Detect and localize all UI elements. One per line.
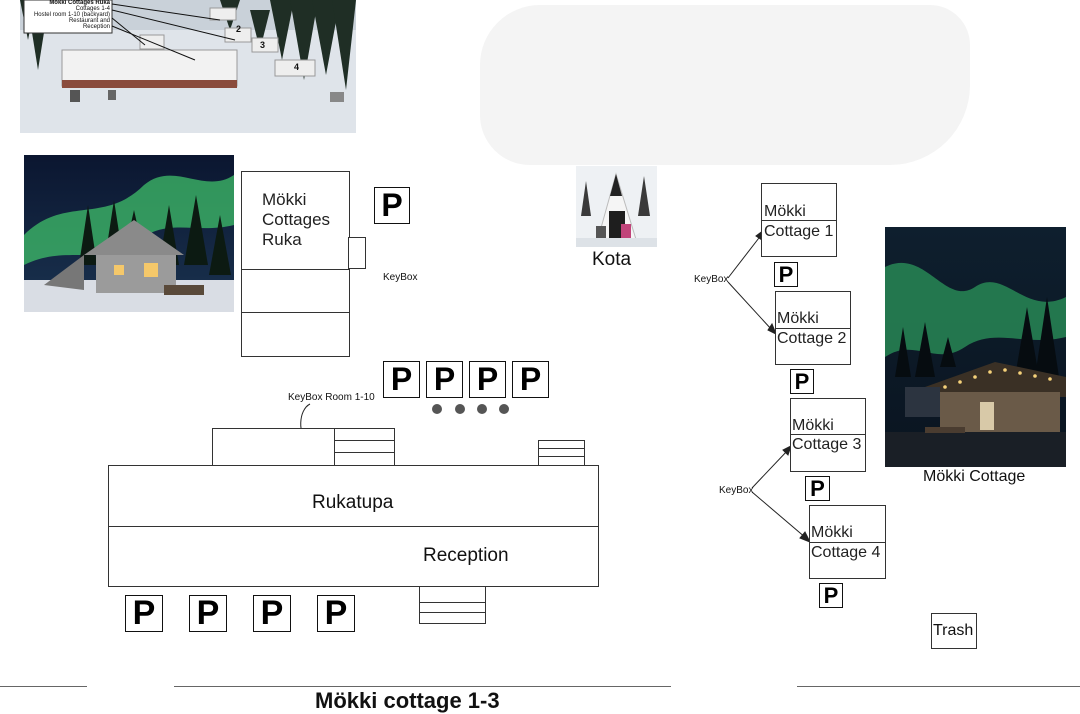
cottage-3-divider: [790, 434, 866, 435]
footer-line-center: [174, 686, 671, 687]
reception-label: Reception: [423, 545, 509, 566]
aerial-photo: Mökki Cottages Ruka Cottages 1-4 Hostel …: [20, 0, 356, 133]
cottage-4-divider: [809, 542, 886, 543]
main-building-divider-1: [241, 269, 350, 270]
cottage-4-label: Cottage 4: [811, 544, 881, 561]
footer-title: Mökki cottage 1-3: [315, 688, 500, 713]
cottage-4-prefix: Mökki: [811, 524, 853, 541]
main-building-keybox-label: KeyBox: [383, 272, 418, 283]
faded-background-shape: [480, 5, 970, 165]
cottage-2-label: Cottage 2: [777, 330, 847, 347]
aerial-number-4: 4: [294, 62, 300, 72]
aurora-house-photo: [24, 155, 234, 312]
kota-photo: [576, 166, 657, 247]
aerial-number-2: 2: [236, 24, 242, 34]
restaurant-label: Rukatupa: [312, 492, 394, 513]
ev-charger-dot: [455, 404, 465, 414]
parking-sign-bottom-3: P: [253, 594, 291, 632]
cottage-keybox-label-1: KeyBox: [694, 274, 729, 285]
cottage-aurora-photo: [885, 227, 1066, 467]
parking-sign-bottom-4: P: [317, 594, 355, 632]
main-building-keybox: [348, 237, 366, 269]
restaurant-keybox-label: KeyBox Room 1-10: [288, 392, 375, 403]
restaurant-annex-stairs: [334, 428, 395, 466]
footer-line-left: [0, 686, 87, 687]
restaurant-divider: [108, 526, 599, 527]
ev-charger-dot: [432, 404, 442, 414]
side-stairs: [538, 440, 585, 466]
cottage-1-parking: P: [774, 262, 798, 287]
aerial-label-hostel: Hostel room 1-10 (backyard): [33, 12, 110, 18]
cottage-3-parking: P: [805, 476, 830, 501]
ev-charger-dot: [477, 404, 487, 414]
cottage-4-parking: P: [819, 583, 843, 608]
trash-label: Trash: [933, 622, 974, 639]
cottage-keybox-arrows: [727, 228, 812, 543]
parking-sign-row1-1: P: [383, 361, 420, 398]
cottage-3-label: Cottage 3: [792, 436, 862, 453]
aerial-label-title: Mökki Cottages Ruka: [49, 0, 110, 6]
parking-sign-row1-2: P: [426, 361, 463, 398]
parking-sign-bottom-1: P: [125, 594, 163, 632]
aerial-label-reception: Reception: [82, 24, 110, 30]
footer-line-right: [797, 686, 1080, 687]
ev-charger-dot: [499, 404, 509, 414]
cottage-photo-caption: Mökki Cottage: [923, 468, 1026, 485]
cottage-keybox-label-2: KeyBox: [719, 485, 754, 496]
parking-sign-main: P: [374, 187, 410, 224]
parking-sign-row1-4: P: [512, 361, 549, 398]
reception-stairs: [419, 586, 486, 624]
cottage-1-prefix: Mökki: [764, 203, 806, 220]
main-building-divider-2: [241, 312, 350, 313]
aerial-label-cottages: Cottages 1-4: [75, 6, 110, 12]
cottage-2-divider: [775, 328, 851, 329]
cottage-2-prefix: Mökki: [777, 310, 819, 327]
cottage-3-prefix: Mökki: [792, 417, 834, 434]
aerial-number-3: 3: [260, 40, 266, 50]
kota-label: Kota: [592, 249, 632, 270]
aerial-label-restaurant: Restaurant and: [68, 18, 110, 24]
parking-sign-row1-3: P: [469, 361, 506, 398]
main-building: [241, 171, 350, 357]
cottage-2-parking: P: [790, 369, 814, 394]
trash-box: [931, 613, 977, 649]
cottage-1-label: Cottage 1: [764, 223, 834, 240]
cottage-1-divider: [761, 220, 837, 221]
cottage-3: [790, 398, 866, 472]
main-building-label: Mökki Cottages Ruka: [262, 190, 331, 249]
parking-sign-bottom-2: P: [189, 594, 227, 632]
